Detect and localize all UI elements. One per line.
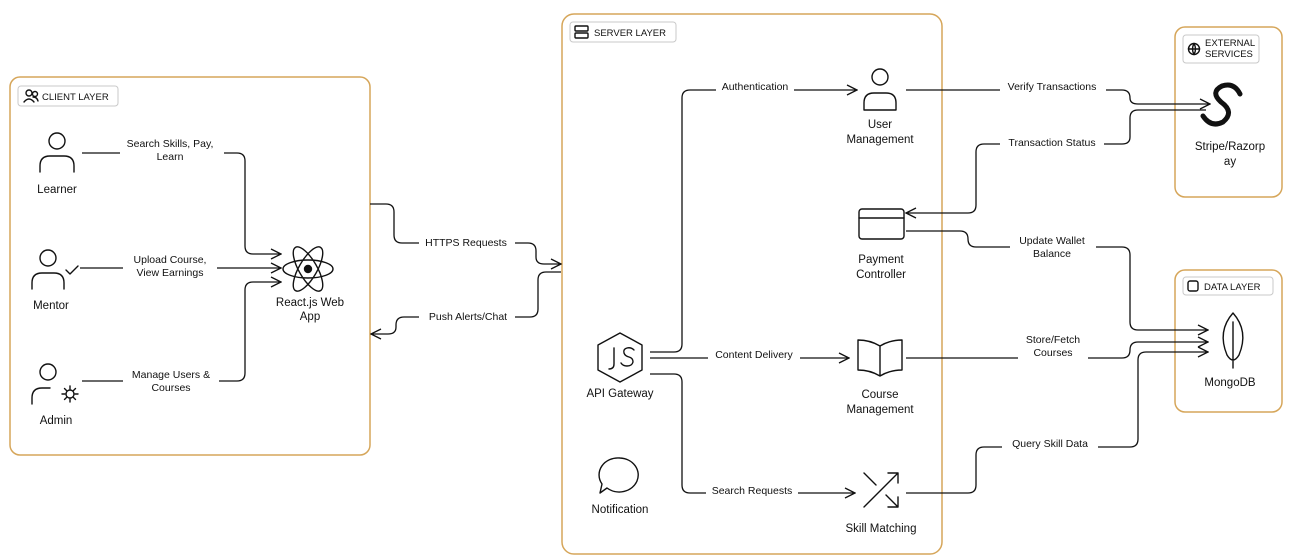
skill-matching-node[interactable]: Skill Matching: [846, 472, 917, 535]
edge-label-update-wallet-2: Balance: [1033, 248, 1071, 260]
edge-search-requests: [650, 373, 855, 493]
notification-node[interactable]: Notification: [592, 457, 649, 516]
edge-query-skill-data: [906, 352, 1208, 494]
user-check-icon: [31, 249, 79, 290]
chat-bubble-icon: [598, 457, 639, 494]
edge-label-transaction-status: Transaction Status: [1008, 137, 1095, 149]
server-layer-tag: SERVER LAYER: [569, 21, 677, 43]
stripe-label-2: ay: [1224, 156, 1236, 168]
edge-label-search-skills-2: Learn: [157, 151, 184, 163]
edge-learner-react: [82, 152, 281, 254]
api-gateway-label: API Gateway: [586, 388, 653, 400]
payment-controller-node[interactable]: Payment Controller: [856, 208, 906, 281]
shuffle-icon: [863, 472, 899, 508]
notification-label: Notification: [592, 504, 649, 516]
payment-label-1: Payment: [858, 254, 904, 266]
edge-label-manage-users-1: Manage Users &: [132, 369, 210, 381]
edge-admin-react: [82, 282, 281, 382]
edge-label-verify-transactions: Verify Transactions: [1008, 81, 1097, 93]
globe-icon: [1187, 42, 1201, 56]
user-management-label-1: User: [868, 119, 892, 131]
server-icon: [574, 25, 589, 39]
skill-matching-label: Skill Matching: [846, 523, 917, 535]
admin-node[interactable]: Admin: [31, 363, 79, 427]
edge-label-query-skill-data: Query Skill Data: [1012, 438, 1088, 450]
edge-label-content-delivery: Content Delivery: [715, 349, 793, 361]
admin-label: Admin: [40, 415, 73, 427]
course-management-node[interactable]: Course Management: [846, 339, 914, 416]
external-services-tag: EXTERNAL SERVICES: [1182, 34, 1260, 64]
user-gear-icon: [31, 363, 79, 405]
react-label-line2: App: [300, 311, 320, 323]
edge-verify-transactions: [906, 89, 1210, 104]
user-icon: [39, 132, 75, 173]
edge-update-wallet: [906, 230, 1208, 330]
user-management-label-2: Management: [846, 134, 914, 146]
edge-label-search-requests: Search Requests: [712, 485, 793, 497]
edge-transaction-status: [906, 109, 1206, 213]
user-icon: [863, 68, 897, 111]
course-label-1: Course: [861, 389, 898, 401]
stripe-label-1: Stripe/Razorp: [1195, 141, 1265, 153]
edge-label-upload-course-2: View Earnings: [137, 267, 204, 279]
client-layer-title: CLIENT LAYER: [42, 92, 109, 103]
mongodb-node[interactable]: MongoDB: [1204, 312, 1256, 389]
edge-store-fetch: [906, 342, 1208, 359]
edge-label-manage-users-2: Courses: [151, 382, 190, 394]
course-label-2: Management: [846, 404, 914, 416]
mongodb-label: MongoDB: [1204, 377, 1255, 389]
edge-https-requests: [370, 203, 561, 264]
data-layer-tag: DATA LAYER: [1182, 276, 1274, 296]
external-title-line2: SERVICES: [1205, 49, 1253, 60]
nodejs-icon: [597, 332, 643, 383]
book-icon: [857, 339, 903, 377]
data-layer-title: DATA LAYER: [1204, 282, 1261, 293]
mongodb-leaf-icon: [1222, 312, 1244, 369]
learner-label: Learner: [37, 184, 77, 196]
stripe-icon: [1200, 82, 1243, 127]
api-gateway-node[interactable]: API Gateway: [586, 332, 654, 400]
data-layer-box: [1174, 269, 1283, 413]
edge-label-authentication: Authentication: [722, 81, 789, 93]
edge-label-store-fetch-1: Store/Fetch: [1026, 334, 1080, 346]
edge-push-alerts: [371, 271, 561, 334]
learner-node[interactable]: Learner: [37, 132, 77, 196]
mentor-node[interactable]: Mentor: [31, 249, 79, 312]
edge-label-upload-course-1: Upload Course,: [134, 254, 207, 266]
edge-authentication: [650, 90, 857, 353]
users-icon: [23, 89, 39, 103]
database-icon: [1187, 280, 1199, 292]
edge-label-https-requests: HTTPS Requests: [425, 237, 507, 249]
edge-label-search-skills-1: Search Skills, Pay,: [127, 138, 214, 150]
server-layer-box: [561, 13, 943, 555]
stripe-razorpay-node[interactable]: Stripe/Razorp ay: [1195, 82, 1265, 168]
server-layer-title: SERVER LAYER: [594, 28, 666, 39]
edge-label-update-wallet-1: Update Wallet: [1019, 235, 1085, 247]
mentor-label: Mentor: [33, 300, 69, 312]
react-icon: [282, 246, 334, 292]
payment-label-2: Controller: [856, 269, 906, 281]
client-layer-tag: CLIENT LAYER: [17, 85, 119, 107]
user-management-node[interactable]: User Management: [846, 68, 914, 146]
edge-label-push-alerts: Push Alerts/Chat: [429, 311, 507, 323]
react-label-line1: React.js Web: [276, 297, 344, 309]
credit-card-icon: [858, 208, 905, 240]
react-app-node[interactable]: React.js Web App: [276, 243, 344, 323]
edge-label-store-fetch-2: Courses: [1033, 347, 1072, 359]
external-title-line1: EXTERNAL: [1205, 38, 1255, 49]
